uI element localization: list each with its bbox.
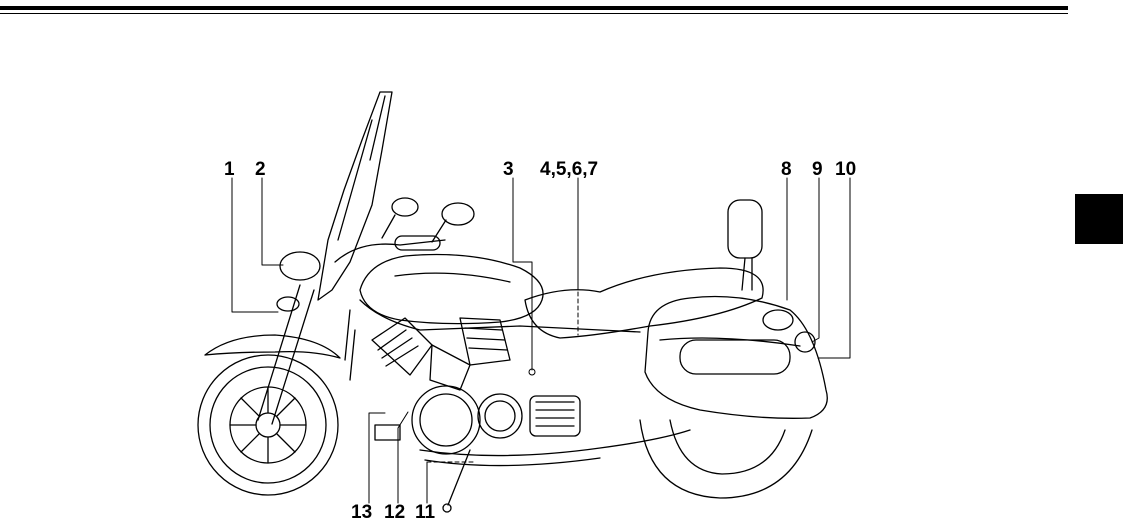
engine-cover xyxy=(412,386,480,454)
callout-11: 11 xyxy=(415,503,435,522)
mirror-right xyxy=(442,203,474,225)
callout-2: 2 xyxy=(255,160,266,179)
backrest xyxy=(728,200,762,258)
windshield xyxy=(318,92,392,300)
fuel-tank xyxy=(360,255,543,324)
side-stand xyxy=(448,450,470,505)
callout-12: 12 xyxy=(384,503,405,522)
callout-13: 13 xyxy=(351,503,372,522)
callout-4-5-6-7: 4,5,6,7 xyxy=(540,160,598,179)
headlight xyxy=(280,252,320,280)
callout-10: 10 xyxy=(835,160,856,179)
callout-3: 3 xyxy=(503,160,514,179)
callout-9: 9 xyxy=(812,160,823,179)
front-wheel xyxy=(198,355,338,495)
engine xyxy=(372,318,580,454)
mirror-left xyxy=(392,198,418,216)
turn-signal-front xyxy=(277,297,299,311)
exhaust xyxy=(420,430,690,456)
callout-1: 1 xyxy=(224,160,235,179)
saddlebag xyxy=(645,297,827,419)
frame xyxy=(360,300,640,332)
callout-8: 8 xyxy=(781,160,792,179)
rear-wheel xyxy=(640,420,812,498)
